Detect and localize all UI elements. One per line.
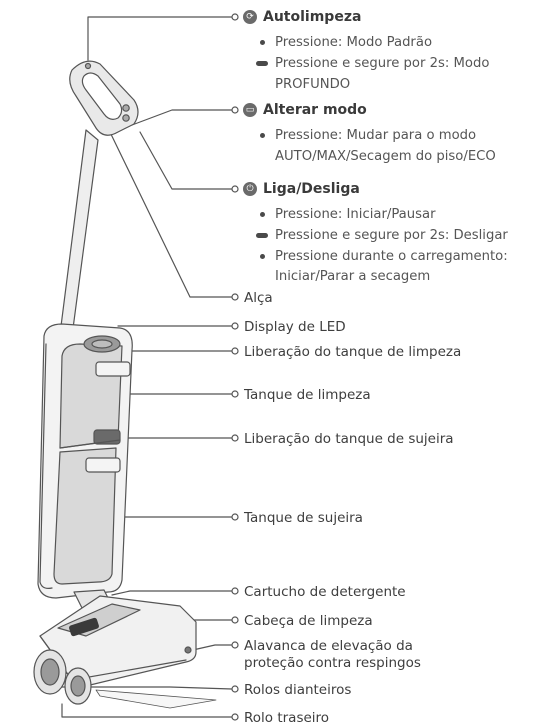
bullet-dash xyxy=(256,233,268,238)
bullet-dot xyxy=(260,254,265,259)
label-cartucho-detergente: Cartucho de detergente xyxy=(244,584,406,600)
power-icon: ⏻ xyxy=(243,182,257,196)
label-alca: Alça xyxy=(244,290,273,306)
label-tanque-sujeira: Tanque de sujeira xyxy=(244,510,363,526)
label-alavanca-2: proteção contra respingos xyxy=(244,655,421,671)
bullet-dot xyxy=(260,40,265,45)
handle-grip xyxy=(69,60,139,136)
autolimpeza-title: Autolimpeza xyxy=(263,9,362,25)
alterar-modo-item-1: Pressione: Mudar para o modo xyxy=(275,128,477,143)
alterar-modo-title: Alterar modo xyxy=(263,102,367,118)
bullet-dot xyxy=(260,133,265,138)
label-liberacao-tanque-limpeza: Liberação do tanque de limpeza xyxy=(244,344,462,360)
label-display-led: Display de LED xyxy=(244,319,346,335)
autolimpeza-item-1: Pressione: Modo Padrão xyxy=(275,35,433,50)
liga-desliga-item-4: Iniciar/Parar a secagem xyxy=(275,269,431,284)
label-alavanca-1: Alavanca de elevação da xyxy=(244,638,413,654)
label-rolo-traseiro: Rolo traseiro xyxy=(244,710,330,726)
liga-desliga-item-1: Pressione: Iniciar/Pausar xyxy=(275,207,436,222)
autolimpeza-item-2: Pressione e segure por 2s: Modo xyxy=(275,56,490,71)
liga-desliga-title: Liga/Desliga xyxy=(263,181,360,197)
leader-end-circles xyxy=(231,13,239,721)
main-body xyxy=(37,323,133,599)
bullet-dot xyxy=(260,212,265,217)
liga-desliga-item-3: Pressione durante o carregamento: xyxy=(275,249,508,264)
alterar-modo-item-2: AUTO/MAX/Secagem do piso/ECO xyxy=(275,149,496,164)
label-liberacao-tanque-sujeira: Liberação do tanque de sujeira xyxy=(244,431,454,447)
liga-desliga-item-2: Pressione e segure por 2s: Desligar xyxy=(275,228,508,243)
self-clean-icon: ⟳ xyxy=(243,10,257,24)
mode-switch-icon: ▭ xyxy=(243,103,257,117)
bullet-dash xyxy=(256,61,268,66)
label-rolos-dianteiros: Rolos dianteiros xyxy=(244,682,352,698)
autolimpeza-item-3: PROFUNDO xyxy=(275,77,351,92)
label-cabeca-limpeza: Cabeça de limpeza xyxy=(244,613,373,629)
pole xyxy=(59,129,99,337)
cleaning-head xyxy=(33,595,217,709)
label-tanque-limpeza: Tanque de limpeza xyxy=(244,387,371,403)
